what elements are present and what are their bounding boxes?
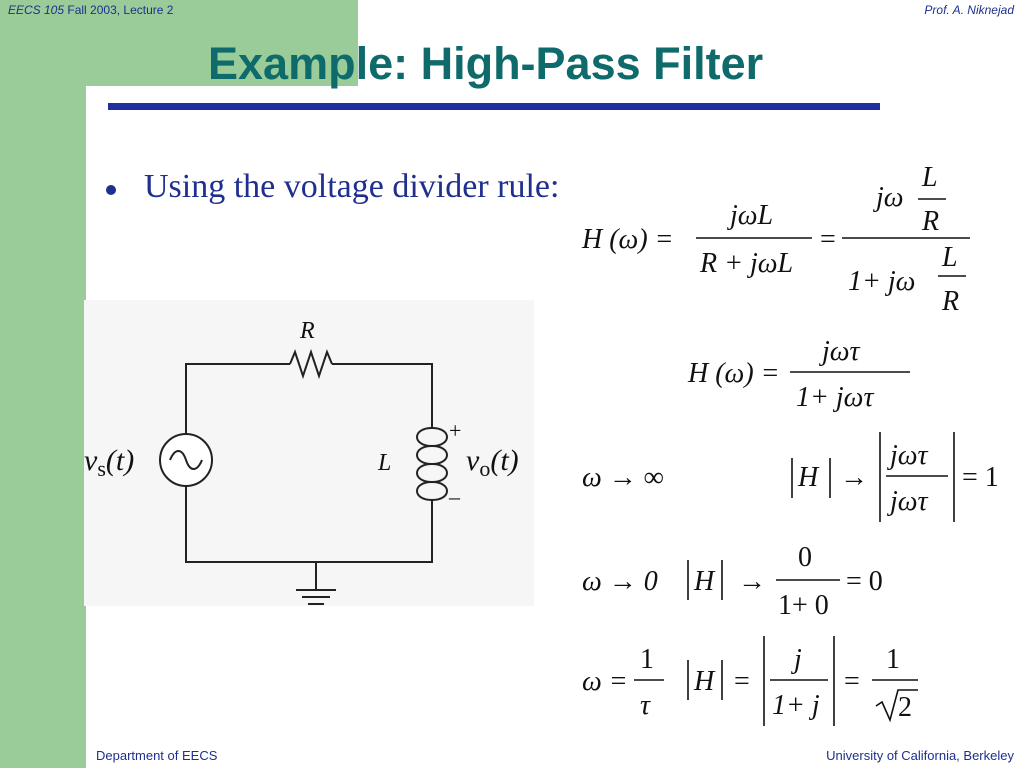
wire-top-right bbox=[332, 363, 433, 428]
source-v: v bbox=[84, 444, 98, 477]
eq1-den2: 1+ jω bbox=[848, 266, 915, 297]
eq3-den: jωτ bbox=[887, 486, 929, 517]
output-label: vo(t) bbox=[466, 444, 519, 481]
eq5-eq: = bbox=[734, 666, 750, 697]
course-term: Fall 2003, Lecture 2 bbox=[67, 3, 174, 17]
eq2-num: jωτ bbox=[819, 336, 861, 367]
eq3-num: jωτ bbox=[887, 440, 929, 471]
eq5-res-den: 2 bbox=[898, 692, 912, 723]
eq5-num: j bbox=[791, 644, 802, 675]
inductor-icon bbox=[416, 427, 448, 502]
eq3-res: = 1 bbox=[962, 462, 999, 493]
eq4-den: 1+ 0 bbox=[778, 590, 829, 621]
eq5-cond-den: τ bbox=[640, 690, 651, 721]
output-v: v bbox=[466, 444, 480, 477]
eq1-eq: = bbox=[820, 224, 836, 255]
eq1-frac-L: L bbox=[921, 162, 938, 193]
green-side-bar bbox=[0, 0, 86, 768]
eq4-res: = 0 bbox=[846, 566, 883, 597]
minus-sign: – bbox=[448, 484, 461, 509]
eq5-res-num: 1 bbox=[886, 644, 900, 675]
header-course: EECS 105 Fall 2003, Lecture 2 bbox=[8, 3, 173, 17]
output-sub: o bbox=[479, 456, 490, 481]
source-label: vs(t) bbox=[84, 444, 134, 481]
source-sub: s bbox=[97, 456, 106, 481]
eq1-num2: jω bbox=[873, 182, 904, 213]
eq5-cond-num: 1 bbox=[640, 644, 654, 675]
eq3-arrow: → bbox=[840, 462, 868, 493]
eq2-lhs: H (ω) = bbox=[687, 358, 780, 389]
eq5-absH: H bbox=[693, 666, 716, 697]
circuit-background bbox=[84, 300, 534, 606]
resistor-label: R bbox=[299, 318, 315, 344]
bullet-text: Using the voltage divider rule: bbox=[144, 168, 560, 205]
sine-wave-icon bbox=[169, 450, 203, 470]
rounded-corner bbox=[86, 86, 146, 146]
output-arg: (t) bbox=[490, 444, 518, 477]
footer-department: Department of EECS bbox=[96, 748, 218, 763]
course-code: EECS 105 bbox=[8, 3, 65, 17]
footer-university: University of California, Berkeley bbox=[826, 748, 1014, 763]
green-top-bar bbox=[0, 0, 358, 86]
plus-sign: + bbox=[449, 418, 461, 443]
eq1-lhs: H (ω) = bbox=[581, 224, 674, 255]
slide-title: Example: High-Pass Filter bbox=[208, 38, 764, 89]
eq1-den2-R: R bbox=[941, 286, 959, 317]
eq5-den: 1+ j bbox=[772, 690, 820, 721]
eq4-cond: ω → 0 bbox=[582, 566, 658, 597]
eq4-arrow: → bbox=[738, 566, 766, 597]
eq4-absH: H bbox=[693, 566, 716, 597]
bullet-icon bbox=[106, 185, 116, 195]
wire-top-left bbox=[185, 363, 290, 460]
title-underline bbox=[108, 103, 880, 110]
resistor-icon bbox=[289, 348, 333, 380]
source-arg: (t) bbox=[106, 444, 134, 477]
eq1-frac-R: R bbox=[921, 206, 939, 237]
eq2-den: 1+ jωτ bbox=[796, 382, 874, 413]
sqrt-icon bbox=[875, 689, 918, 723]
eq5-cond-lhs: ω = bbox=[582, 666, 628, 697]
eq5-eq2: = bbox=[844, 666, 860, 697]
eq4-num: 0 bbox=[798, 542, 812, 573]
eq1-den: R + jωL bbox=[699, 248, 793, 279]
header-author: Prof. A. Niknejad bbox=[924, 3, 1014, 17]
eq3-cond: ω → ∞ bbox=[582, 462, 664, 493]
inductor-label: L bbox=[377, 450, 391, 476]
eq1-num: jωL bbox=[727, 200, 773, 231]
wire-right-bottom bbox=[185, 486, 433, 563]
eq3-absH: H bbox=[797, 462, 820, 493]
eq1-den2-L: L bbox=[941, 242, 958, 273]
